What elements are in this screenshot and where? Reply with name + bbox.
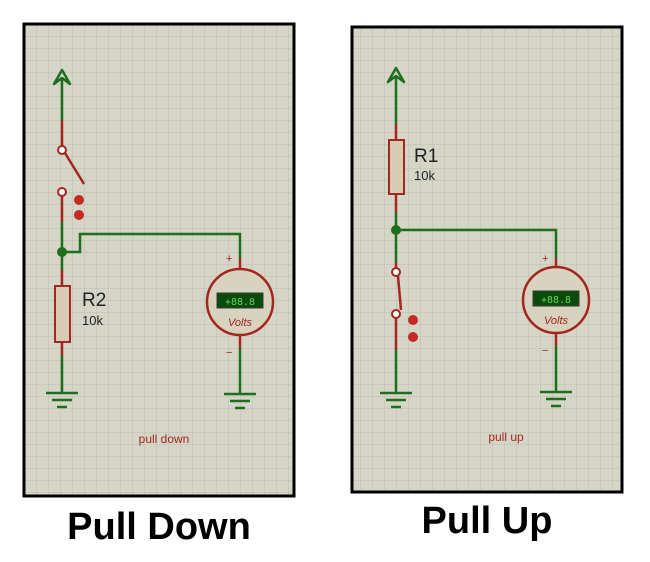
circuit-note: pull down — [139, 432, 190, 446]
board-grid — [24, 24, 294, 496]
meter-plus-label: + — [542, 253, 548, 265]
resistor-value: 10k — [82, 313, 103, 328]
meter-unit: Volts — [544, 315, 569, 327]
circuit-note: pull up — [488, 430, 524, 444]
pull-up-panel: R1 10k +88.8 Volts + — [350, 25, 624, 494]
wire — [396, 228, 558, 258]
switch-icon[interactable] — [391, 267, 418, 342]
meter-plus-label: + — [226, 253, 232, 265]
lcd-display — [532, 290, 580, 307]
ground-icon — [540, 390, 572, 408]
board-grid — [352, 27, 622, 492]
resistor-name: R2 — [82, 290, 106, 311]
meter-minus-label: − — [226, 347, 232, 359]
wire — [62, 232, 242, 258]
ground-icon — [380, 391, 412, 409]
meter-display: +88.8 — [541, 295, 571, 306]
resistor-name: R1 — [414, 146, 438, 167]
board-border — [350, 25, 624, 494]
power-arrow-icon — [52, 68, 72, 120]
ground-icon — [224, 392, 256, 410]
board-border — [22, 22, 296, 498]
power-arrow-icon — [386, 66, 406, 124]
pull-down-caption: Pull Down — [67, 506, 251, 548]
lcd-display — [216, 292, 264, 309]
meter-unit: Volts — [228, 317, 253, 329]
switch-icon[interactable] — [57, 145, 86, 220]
ground-icon — [46, 391, 78, 409]
voltmeter-icon[interactable] — [205, 258, 275, 348]
meter-display: +88.8 — [225, 297, 255, 308]
meter-minus-label: − — [542, 345, 548, 357]
schematic-canvas: R2 10k +88.8 Volts + − pull down — [22, 22, 624, 498]
pull-down-panel: R2 10k +88.8 Volts + − pull down — [22, 22, 296, 498]
resistor-icon[interactable] — [54, 270, 71, 356]
resistor-icon[interactable] — [388, 124, 405, 212]
voltmeter-icon[interactable] — [521, 258, 591, 346]
resistor-value: 10k — [414, 168, 435, 183]
pull-up-caption: Pull Up — [421, 500, 553, 542]
